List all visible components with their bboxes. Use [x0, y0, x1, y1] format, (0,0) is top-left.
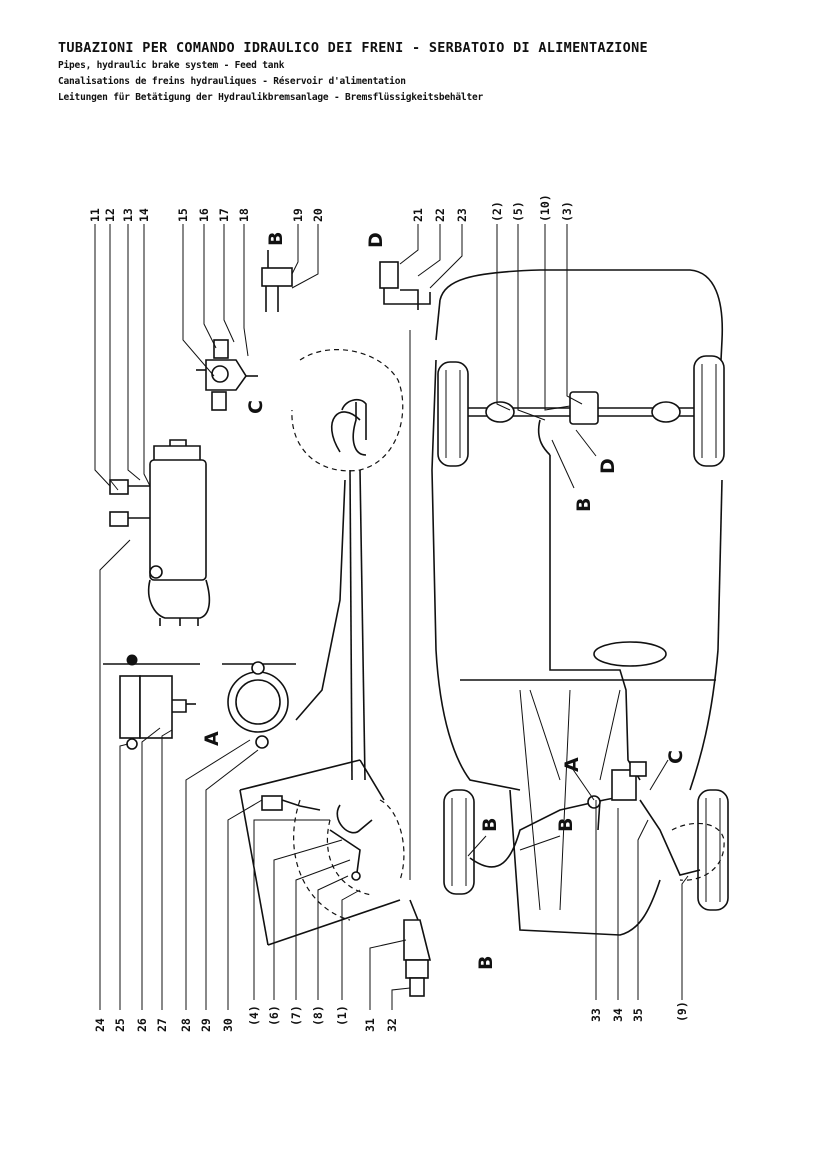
callout-27: 27: [155, 1018, 169, 1032]
callout-19: 19: [291, 208, 305, 222]
letter-c-detail: C: [245, 400, 267, 414]
callout-34: 34: [611, 1008, 625, 1022]
callout-7: (7): [289, 1005, 303, 1026]
callout-35: 35: [631, 1008, 645, 1022]
detail-d-bleeder: [379, 261, 431, 310]
callout-11: 11: [88, 208, 102, 222]
callout-17: 17: [217, 208, 231, 222]
detail-a-clamp: [103, 654, 296, 750]
letter-b-bottom: B: [475, 956, 497, 970]
callout-1: (1): [335, 1005, 349, 1026]
callout-3: (3): [560, 201, 574, 222]
detail-c-valve: [196, 339, 258, 411]
rear-right-wheel: [697, 789, 729, 911]
callout-18: 18: [237, 208, 251, 222]
callout-33: 33: [589, 1008, 603, 1022]
callout-2: (2): [490, 201, 504, 222]
title-french: Canalisations de freins hydrauliques - R…: [58, 76, 406, 87]
title-english: Pipes, hydraulic brake system - Feed tan…: [58, 60, 285, 71]
callout-24: 24: [93, 1018, 107, 1032]
letter-c-chassis: C: [665, 750, 687, 764]
callout-20: 20: [311, 208, 325, 222]
bottom-callout-labels: 24 25 26 27 28 29 30 (4) (6) (7) (8) (1)…: [93, 1001, 689, 1032]
letter-b-chassis-rear-left: B: [479, 818, 501, 832]
callout-6: (6): [267, 1005, 281, 1026]
front-left-wheel: [437, 361, 469, 467]
callout-26: 26: [135, 1018, 149, 1032]
callout-10: (10): [538, 194, 552, 222]
callout-5: (5): [511, 201, 525, 222]
main-brake-pipe: [469, 419, 701, 876]
callout-30: 30: [221, 1018, 235, 1032]
rear-right-drum-outline: [671, 822, 725, 881]
top-callout-labels: 11 12 13 14 15 16 17 18 19 20 21 22 23 (…: [88, 194, 574, 222]
spare-wheel-ellipse: [593, 641, 667, 667]
callout-14: 14: [137, 208, 151, 222]
callout-31: 31: [363, 1018, 377, 1032]
letter-b-chassis-front: B: [573, 498, 595, 512]
wheel-cylinder-bleeder-detail: [403, 899, 432, 997]
detail-b-union: [261, 250, 293, 312]
letter-d-chassis: D: [597, 458, 619, 474]
letter-b-detail-top: B: [265, 232, 287, 246]
detail-letter-labels: B D C A D B A C B B B: [201, 232, 687, 970]
callout-16: 16: [197, 208, 211, 222]
clutch-brake-line: [291, 349, 405, 881]
callout-32: 32: [385, 1018, 399, 1032]
callout-23: 23: [455, 208, 469, 222]
callout-9: (9): [675, 1001, 689, 1022]
letter-d-detail-top: D: [365, 232, 387, 248]
callout-29: 29: [199, 1018, 213, 1032]
top-leader-lines: [94, 224, 583, 491]
chassis-letter-leaders: [467, 429, 669, 857]
title-block: TUBAZIONI PER COMANDO IDRAULICO DEI FREN…: [58, 40, 798, 108]
callout-12: 12: [103, 208, 117, 222]
letter-a-detail: A: [201, 731, 223, 746]
callout-25: 25: [113, 1018, 127, 1032]
master-cylinder-detail: [109, 439, 211, 626]
callout-15: 15: [176, 208, 190, 222]
title-italian: TUBAZIONI PER COMANDO IDRAULICO DEI FREN…: [58, 40, 648, 56]
bottom-leader-lines: [99, 539, 689, 1010]
front-right-wheel: [693, 355, 725, 467]
front-axle: [465, 391, 700, 425]
callout-28: 28: [179, 1018, 193, 1032]
callout-21: 21: [411, 208, 425, 222]
pedal-assembly: [239, 759, 401, 946]
callout-22: 22: [433, 208, 447, 222]
vehicle-body-outline: [431, 269, 724, 936]
callout-8: (8): [311, 1005, 325, 1026]
rear-left-wheel: [443, 789, 475, 895]
letter-b-chassis-rear-mid: B: [555, 818, 577, 832]
callout-13: 13: [121, 208, 135, 222]
letter-a-chassis: A: [561, 757, 583, 772]
callout-4: (4): [247, 1005, 261, 1026]
title-german: Leitungen für Betätigung der Hydraulikbr…: [58, 92, 484, 103]
